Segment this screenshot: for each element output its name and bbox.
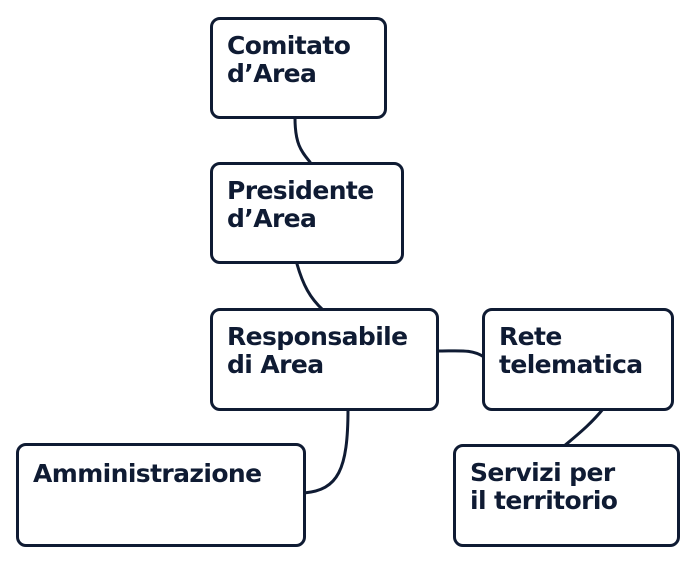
node-rete-telematica: Rete telematica	[482, 308, 674, 411]
edge-comitato-presidente	[293, 116, 312, 164]
node-servizi-line-1: Servizi per	[470, 458, 615, 487]
node-comitato-line-2: d’Area	[227, 59, 317, 88]
node-responsabile-di-area: Responsabile di Area	[210, 308, 439, 411]
node-amministrazione: Amministrazione	[16, 443, 306, 547]
edge-responsabile-rete	[435, 349, 486, 359]
node-rete-line-1: Rete	[499, 322, 562, 351]
node-servizi-line-2: il territorio	[470, 486, 618, 515]
node-presidente-line-1: Presidente	[227, 176, 374, 205]
node-comitato-line-1: Comitato	[227, 31, 351, 60]
edge-responsabile-amministrazione	[302, 407, 350, 495]
node-responsabile-line-1: Responsabile	[227, 322, 408, 351]
edge-presidente-responsabile	[295, 262, 325, 312]
node-presidente-darea: Presidente d’Area	[210, 162, 404, 264]
node-comitato-darea: Comitato d’Area	[210, 17, 387, 119]
node-rete-line-2: telematica	[499, 350, 643, 379]
node-responsabile-line-2: di Area	[227, 350, 324, 379]
node-amministrazione-line-1: Amministrazione	[33, 459, 262, 488]
node-servizi-per-il-territorio: Servizi per il territorio	[453, 444, 680, 547]
node-presidente-line-2: d’Area	[227, 204, 317, 233]
edge-rete-servizi	[561, 407, 605, 449]
